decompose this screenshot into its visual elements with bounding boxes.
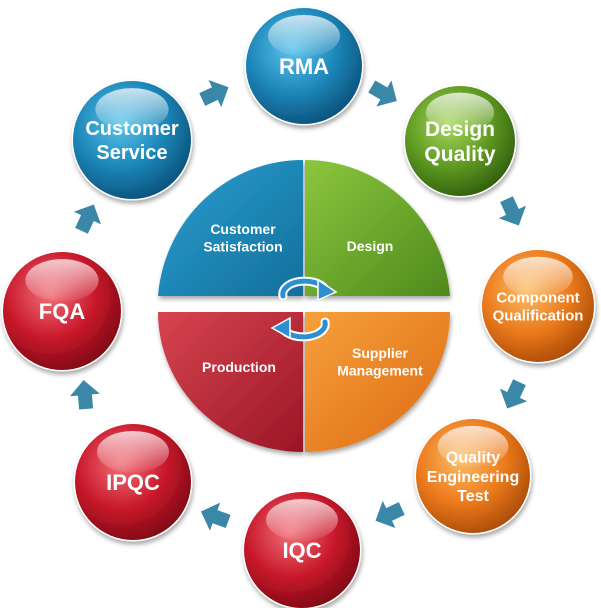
quadrant-label-line: Design <box>347 238 394 254</box>
quadrant-production <box>158 312 303 452</box>
node-label-line: Qualification <box>493 307 584 324</box>
node-ipqc <box>73 422 193 542</box>
quadrant-design <box>305 159 450 296</box>
quadrant-label-line: Management <box>337 363 423 379</box>
node-label-line: FQA <box>39 299 86 324</box>
node-rma-label: RMA <box>279 54 329 79</box>
node-label-line: Customer <box>85 118 179 140</box>
quadrant-label-line: Supplier <box>352 345 409 361</box>
cycle-arrow-2 <box>498 196 527 226</box>
quadrant-label-line: Production <box>202 359 276 375</box>
node-label-line: Test <box>457 488 489 505</box>
node-label-line: Design <box>425 118 495 141</box>
cycle-arrow-1 <box>368 80 397 107</box>
cycle-arrow-8 <box>199 79 229 108</box>
quadrant-production-label: Production <box>202 359 276 375</box>
quadrant-label-line: Customer <box>210 221 276 237</box>
node-label-line: Service <box>96 142 167 164</box>
node-fqa-label: FQA <box>39 299 86 324</box>
node-label-line: Component <box>496 289 579 306</box>
cycle-arrow-4 <box>375 500 405 529</box>
node-label-line: Quality <box>446 450 500 467</box>
node-customer-service <box>71 79 193 201</box>
node-label-line: RMA <box>279 54 329 79</box>
cycle-arrow-5 <box>200 502 231 531</box>
node-rma <box>244 6 364 126</box>
cycle-arrow-6 <box>69 380 100 410</box>
node-quality-engineering-test <box>414 417 532 535</box>
node-ipqc-label: IPQC <box>106 470 160 495</box>
cycle-arrow-7 <box>73 204 102 234</box>
node-design-quality <box>403 84 517 198</box>
node-iqc-label: IQC <box>282 538 321 563</box>
quadrant-customer-satisfaction <box>158 159 303 296</box>
node-label-line: Engineering <box>427 469 519 486</box>
quadrant-label-line: Satisfaction <box>203 239 282 255</box>
refresh-cycle-icon <box>270 276 338 342</box>
node-fqa <box>1 250 123 372</box>
node-iqc <box>242 490 362 608</box>
quadrant-design-label: Design <box>347 238 394 254</box>
quadrant-supplier-management <box>305 312 450 452</box>
node-label-line: IPQC <box>106 470 160 495</box>
node-label-line: IQC <box>282 538 321 563</box>
node-label-line: Quality <box>424 143 496 166</box>
cycle-arrow-3 <box>499 379 528 409</box>
node-component-qualification <box>480 248 596 364</box>
cycle-arrows <box>69 79 528 531</box>
